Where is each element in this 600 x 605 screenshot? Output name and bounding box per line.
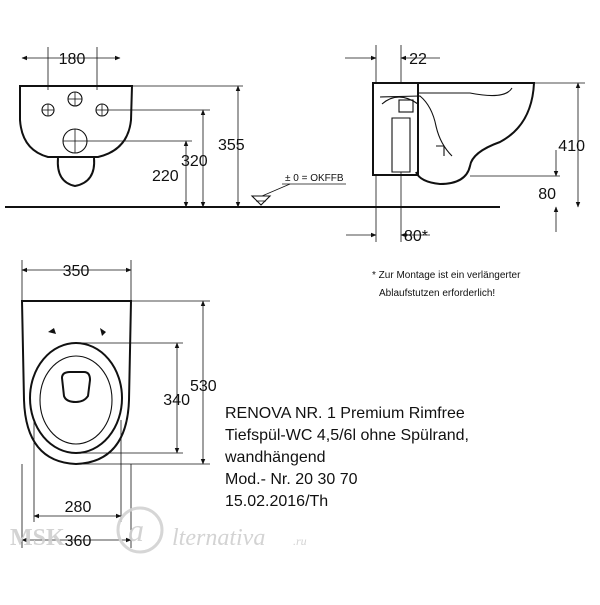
mount-mark-left [48,328,56,334]
dim-340: 340 [163,392,190,409]
note-line-1: * Zur Montage ist ein verlängerter [372,270,521,281]
product-model-number: Mod.- Nr. 20 30 70 [225,471,358,488]
okffb-label: ± 0 = OKFFB [285,173,344,184]
side-bowl-outline [415,82,536,186]
top-view: 350 530 340 280 360 [20,260,217,550]
dim-80-height: 80 [538,186,556,203]
dim-280: 280 [65,499,92,516]
side-back-block [372,82,419,176]
seat-outer [29,342,123,454]
watermark-left: MSK [10,525,65,551]
front-view: 180 355 320 220 [19,47,245,208]
watermark: MSK a lternativa .ru [10,506,307,554]
note-line-2: Ablaufstutzen erforderlich! [379,288,495,299]
watermark-suffix: .ru [293,534,307,548]
floor-level-symbol: ± 0 = OKFFB [250,173,346,206]
side-view: 22 410 80 80* [345,45,585,245]
dim-220: 220 [152,168,179,185]
seat-inner [39,355,113,445]
dim-530: 530 [190,378,217,395]
dim-180: 180 [59,51,86,68]
dim-410: 410 [558,138,585,155]
dim-22: 22 [409,51,427,68]
product-name: RENOVA NR. 1 Premium Rimfree [225,405,465,422]
svg-text:a: a [128,512,144,548]
front-bowl-bottom [56,157,96,188]
top-bowl-outline [20,300,133,466]
dim-320: 320 [181,153,208,170]
product-mounting: wandhängend [224,449,326,466]
top-drain-opening [60,371,92,404]
dim-355: 355 [218,137,245,154]
dim-350: 350 [63,263,90,280]
dim-360: 360 [65,533,92,550]
product-description: Tiefspül-WC 4,5/6l ohne Spülrand, [225,427,469,444]
dim-80-width: 80* [404,228,428,245]
watermark-logo-icon [116,506,164,554]
product-date: 15.02.2016/Th [225,493,328,510]
front-bowl-outline [19,85,134,158]
mount-mark-right [100,328,106,336]
watermark-right: lternativa [172,525,265,551]
side-drain-pipe [391,117,411,173]
